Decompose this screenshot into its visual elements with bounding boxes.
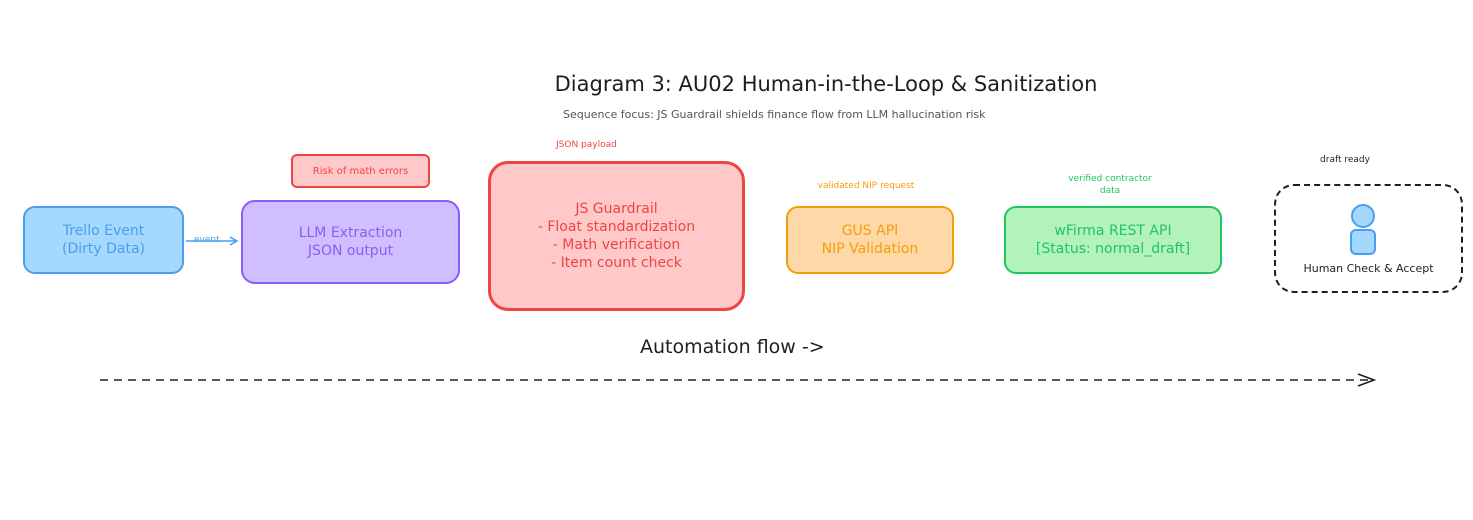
- node-human-check[interactable]: Human Check & Accept: [1274, 184, 1463, 293]
- node-wfirma-rest-api[interactable]: wFirma REST API [Status: normal_draft]: [1004, 206, 1222, 274]
- arrow-trello-to-llm: [186, 236, 239, 246]
- node-risk-text: Risk of math errors: [312, 165, 409, 177]
- edge-label-json-payload: JSON payload: [556, 140, 617, 150]
- edge-label-verified-line-1: verified contractor: [1068, 174, 1152, 184]
- edge-label-validated-nip: validated NIP request: [817, 181, 915, 191]
- node-js-guardrail[interactable]: JS Guardrail - Float standardization - M…: [488, 161, 745, 311]
- node-llm-line-1: LLM Extraction: [298, 224, 403, 241]
- diagram-subtitle: Sequence focus: JS Guardrail shields fin…: [563, 108, 986, 121]
- edge-label-verified-line-2: data: [1099, 186, 1121, 197]
- person-icon: [1350, 204, 1376, 255]
- node-human-text: Human Check & Accept: [1303, 262, 1434, 275]
- flow-label: Automation flow ->: [640, 336, 825, 358]
- node-gus-api[interactable]: GUS API NIP Validation: [786, 206, 954, 274]
- diagram-title: Diagram 3: AU02 Human-in-the-Loop & Sani…: [554, 72, 1098, 96]
- edge-label-draft-ready: draft ready: [1320, 155, 1370, 165]
- node-gus-line-1: GUS API: [841, 222, 899, 239]
- arrow-automation-flow: [100, 373, 1377, 387]
- node-risk-of-math-errors[interactable]: Risk of math errors: [291, 154, 430, 188]
- node-guardrail-line-2: - Float standardization: [537, 218, 696, 235]
- node-wfirma-line-1: wFirma REST API: [1054, 222, 1172, 239]
- node-guardrail-line-1: JS Guardrail: [575, 200, 658, 217]
- node-gus-line-2: NIP Validation: [821, 241, 919, 257]
- node-guardrail-line-3: - Math verification: [552, 237, 681, 253]
- node-llm-line-2: JSON output: [307, 243, 394, 259]
- node-trello-line-1: Trello Event: [62, 222, 145, 239]
- node-guardrail-line-4: - Item count check: [551, 255, 682, 272]
- node-trello-event[interactable]: Trello Event (Dirty Data): [23, 206, 184, 274]
- node-trello-line-2: (Dirty Data): [61, 241, 145, 257]
- node-wfirma-line-2: [Status: normal_draft]: [1035, 241, 1191, 257]
- node-llm-extraction[interactable]: LLM Extraction JSON output: [241, 200, 460, 284]
- edge-label-verified-contractor: verified contractor data: [1040, 173, 1180, 197]
- edge-label-event: event: [194, 235, 220, 245]
